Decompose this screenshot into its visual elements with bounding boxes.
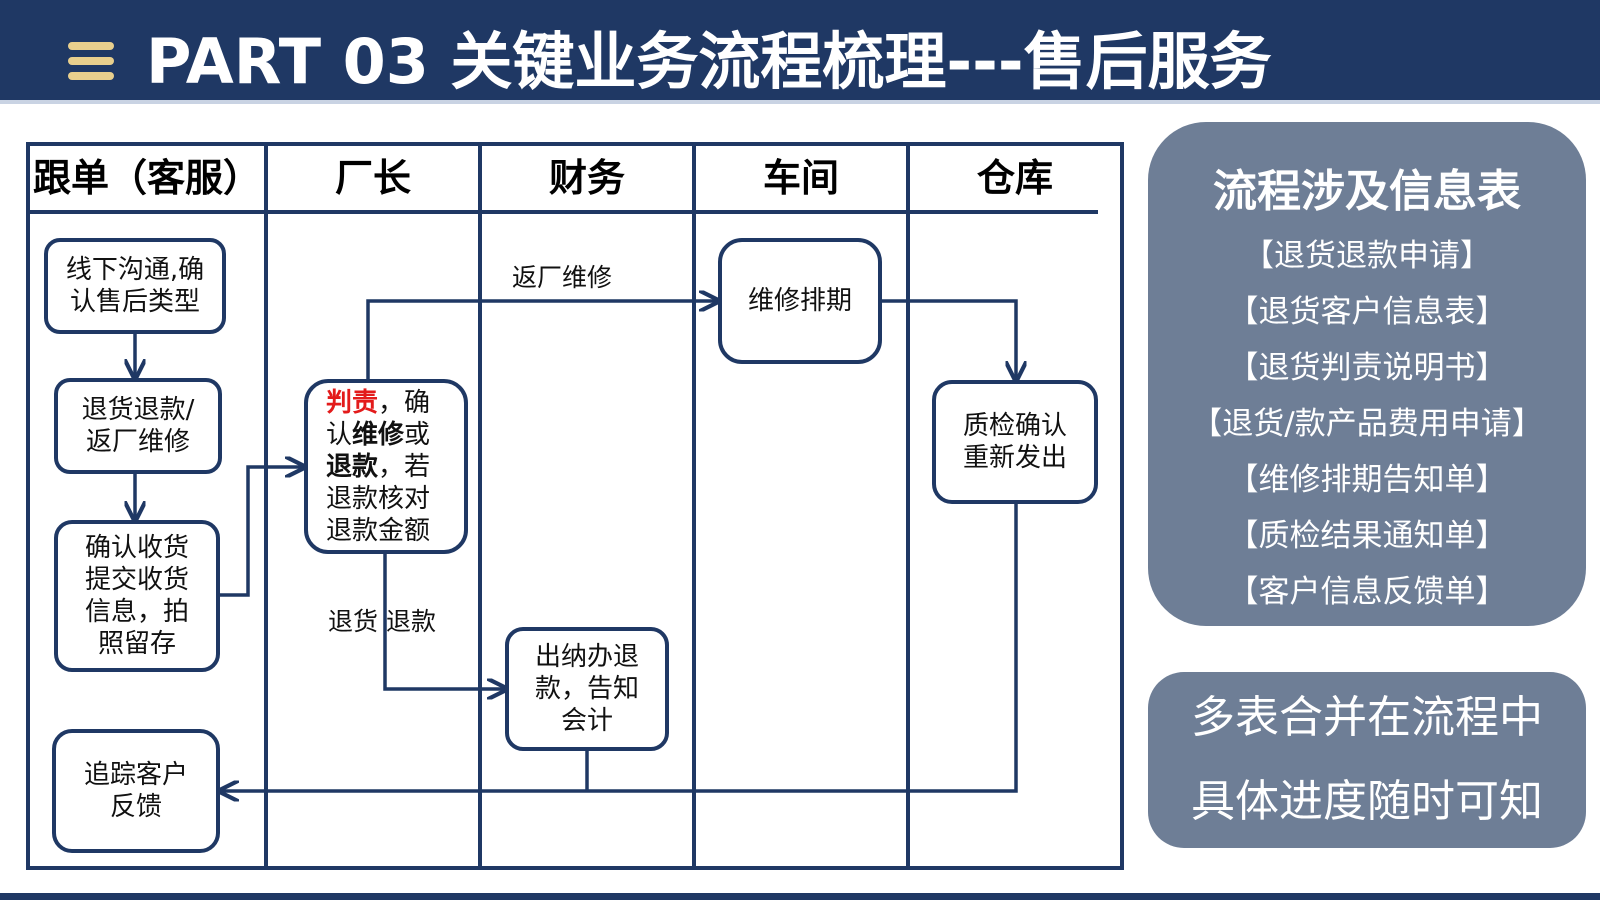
node-repair-schedule: 维修排期	[747, 286, 852, 316]
edge-label-repair: 返厂维修	[512, 263, 613, 292]
node-offline-confirm: 线下沟通,确认售后类型	[65, 255, 205, 317]
node-confirm-receipt: 确认收货提交收货信息，拍照留存	[84, 533, 189, 659]
node-judge: 判责，确认维修或退款，若退款核对退款金额	[326, 385, 450, 550]
arrow-receipt-to-judge	[214, 467, 302, 597]
judge-text-2: 或	[404, 420, 431, 450]
info-table-panel: 流程涉及信息表 【退货退款申请】 【退货客户信息表】 【退货判责说明书】 【退货…	[1148, 122, 1586, 626]
judge-text-3: ，若退款核对退款金额	[326, 452, 431, 546]
summary-panel: 多表合并在流程中 具体进度随时可知	[1148, 672, 1586, 848]
repair-keyword: 维修	[352, 420, 405, 450]
judge-keyword: 判责	[326, 388, 379, 418]
page-title: PART 03 关键业务流程梳理---售后服务	[146, 25, 1272, 98]
footer-bar	[0, 893, 1600, 900]
arrow-qc-to-feedback	[222, 502, 1018, 791]
lane-header-customer-service: 跟单（客服）	[32, 156, 261, 200]
node-cashier-refund: 出纳办退款，告知会计	[534, 642, 639, 736]
node-track-feedback: 追踪客户反馈	[83, 760, 188, 822]
node-box-qc-reship	[932, 380, 1098, 504]
node-qc-reship: 质检确认重新发出	[962, 411, 1067, 473]
lane-header-factory-manager: 厂长	[334, 156, 411, 200]
node-box-offline-confirm	[44, 238, 226, 334]
info-form-item: 【退货/款产品费用申请】	[1191, 406, 1543, 442]
lane-header-finance: 财务	[548, 156, 625, 200]
judge-text-1: ，确认	[326, 388, 431, 450]
arrow-judge-to-repair	[366, 301, 716, 381]
summary-line-merge: 多表合并在流程中	[1191, 692, 1543, 743]
node-return-or-repair: 退货退款/返厂维修	[81, 395, 195, 457]
edge-label-refund: 退货 退款	[328, 607, 436, 636]
refund-keyword: 退款	[326, 452, 379, 482]
node-box-repair-schedule	[718, 238, 882, 364]
swimlane-frame	[26, 142, 1124, 870]
info-form-item: 【质检结果通知单】	[1227, 518, 1507, 554]
info-form-item: 【退货客户信息表】	[1227, 294, 1507, 330]
arrow-judge-to-cashier	[383, 552, 504, 689]
node-box-track-feedback	[52, 729, 220, 853]
header-divider	[0, 100, 1600, 104]
header-bar	[0, 0, 1600, 100]
lane-header-warehouse: 仓库	[976, 156, 1053, 200]
info-panel-title: 流程涉及信息表	[1213, 166, 1521, 217]
node-box-cashier-refund	[505, 627, 669, 751]
hamburger-icon	[68, 42, 114, 82]
info-form-item: 【退货退款申请】	[1243, 238, 1491, 274]
node-box-confirm-receipt	[54, 520, 220, 672]
summary-line-progress: 具体进度随时可知	[1191, 776, 1543, 827]
node-box-judge	[304, 379, 468, 554]
lane-header-workshop: 车间	[762, 156, 839, 200]
info-form-list: 【退货退款申请】 【退货客户信息表】 【退货判责说明书】 【退货/款产品费用申请…	[1148, 228, 1586, 620]
info-form-item: 【维修排期告知单】	[1227, 462, 1507, 498]
node-box-return-or-repair	[54, 378, 222, 474]
info-form-item: 【退货判责说明书】	[1227, 350, 1507, 386]
arrow-repair-to-qc	[880, 299, 1016, 378]
info-form-item: 【客户信息反馈单】	[1227, 574, 1507, 610]
